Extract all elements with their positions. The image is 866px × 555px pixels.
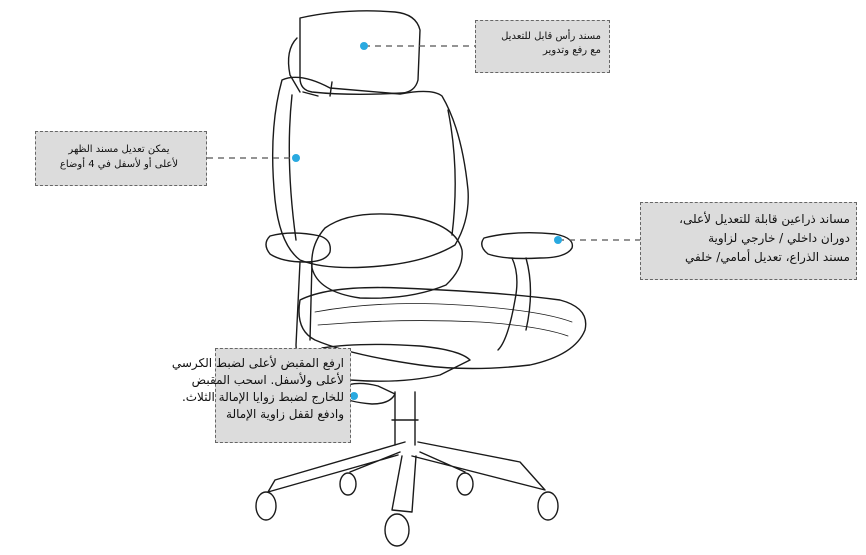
marker-armrest [554, 236, 562, 244]
callout-lever: ارفع المقبض لأعلى لضبط الكرسي لأعلى ولأس… [215, 348, 351, 443]
callout-line: يمكن تعديل مسند الظهر [42, 142, 196, 157]
callout-line: مساند ذراعين قابلة للتعديل لأعلى، [645, 210, 850, 229]
callout-line: دوران داخلي / خارجي لزاوية [645, 229, 850, 248]
callout-line: مسند رأس قابل للتعديل [482, 30, 601, 44]
callout-line: ارفع المقبض لأعلى لضبط الكرسي [218, 355, 344, 372]
backrest [273, 77, 469, 267]
marker-headrest [360, 42, 368, 50]
callout-line: مسند الذراع، تعديل أمامي/ خلفي [645, 248, 850, 267]
caster [385, 514, 409, 546]
caster [538, 492, 558, 520]
callout-line: للخارج لضبط زوايا الإمالة الثلاث. [218, 389, 344, 406]
callout-line: مع رفع وتدوير [482, 44, 601, 58]
callout-line: وادفع لقفل زاوية الإمالة [218, 406, 344, 423]
backrest-inner [289, 95, 455, 240]
star-base [268, 442, 545, 512]
caster [256, 492, 276, 520]
callout-headrest: مسند رأس قابل للتعديل مع رفع وتدوير [475, 20, 610, 73]
gas-cylinder [392, 392, 418, 445]
marker-backrest [292, 154, 300, 162]
caster [457, 473, 473, 495]
callout-line: لأعلى ولأسفل. اسحب المقبض [218, 372, 344, 389]
marker-lever [350, 392, 358, 400]
caster [340, 473, 356, 495]
callout-armrest: مساند ذراعين قابلة للتعديل لأعلى، دوران … [640, 202, 857, 280]
callout-line: لأعلى أو لأسفل في 4 أوضاع [42, 157, 196, 172]
lumbar-support [312, 214, 462, 298]
right-arm-post [498, 258, 531, 350]
headrest-support [289, 38, 332, 96]
callout-backrest: يمكن تعديل مسند الظهر لأعلى أو لأسفل في … [35, 131, 207, 186]
seat-mesh [315, 304, 572, 336]
